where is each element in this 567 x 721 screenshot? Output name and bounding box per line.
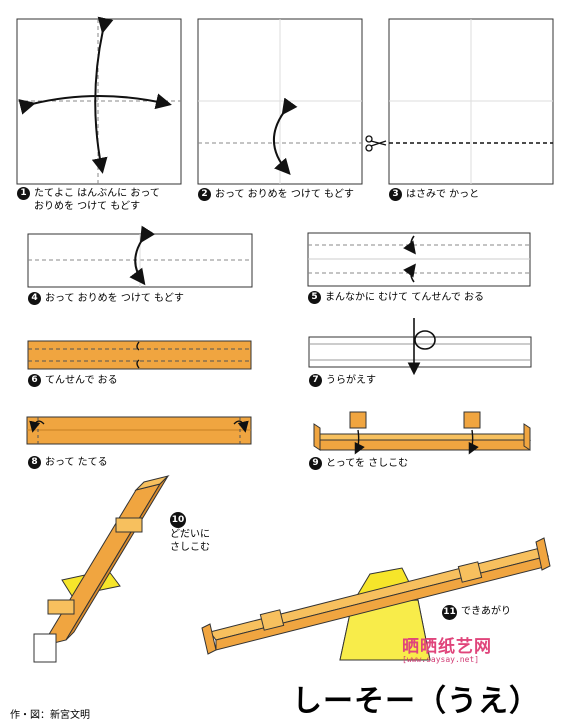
step8-strip: [26, 416, 252, 445]
step-number-badge: 8: [28, 456, 41, 469]
step-8-caption: 8 おって たてる: [28, 456, 108, 469]
step-1-caption: 1 たてよこ はんぶんに おって おりめを つけて もどす: [17, 187, 160, 213]
step10-seesaw: [33, 475, 170, 663]
step-number-badge: 2: [198, 188, 211, 201]
step11-seesaw: [201, 537, 551, 661]
step-number-badge: 1: [17, 187, 30, 200]
step-5-caption: 5 まんなかに むけて てんせんで おる: [308, 291, 484, 304]
step2-square: [197, 18, 363, 185]
step1-square: [16, 16, 182, 185]
step-number-badge: 5: [308, 291, 321, 304]
step-instruction: たてよこ はんぶんに おって おりめを つけて もどす: [34, 188, 160, 212]
step-instruction: おって たてる: [45, 457, 108, 468]
step-instruction: はさみで かっと: [406, 189, 480, 200]
step-instruction: できあがり: [461, 606, 511, 617]
step-number-badge: 7: [309, 374, 322, 387]
step-number-badge: 11: [442, 605, 457, 620]
step-number-badge: 3: [389, 188, 402, 201]
step7-strip: [308, 318, 532, 376]
author-credit: 作・図：新宮文明: [10, 710, 90, 721]
step-2-caption: 2 おって おりめを つけて もどす: [198, 188, 354, 201]
step4-strip: [27, 225, 253, 288]
step-instruction: おって おりめを つけて もどす: [215, 189, 354, 200]
step-instruction: とってを さしこむ: [326, 458, 409, 469]
step-4-caption: 4 おって おりめを つけて もどす: [28, 292, 184, 305]
step-number-badge: 4: [28, 292, 41, 305]
step-6-caption: 6 てんせんで おる: [28, 374, 118, 387]
watermark-url: [www.saysay.net]: [402, 655, 480, 664]
step-instruction: うらがえす: [326, 375, 376, 386]
watermark-logo: 晒晒纸艺网: [402, 637, 492, 657]
step-instruction: てんせんで おる: [45, 375, 118, 386]
step-instruction: おって おりめを つけて もどす: [45, 293, 184, 304]
step-3-caption: 3 はさみで かっと: [389, 188, 479, 201]
step-11-caption: 11 できあがり: [442, 605, 511, 620]
step-7-caption: 7 うらがえす: [309, 374, 376, 387]
step3-square: [365, 18, 554, 185]
step-10-caption: 10 どだいに さしこむ: [170, 512, 210, 554]
step-number-badge: 9: [309, 457, 322, 470]
step-number-badge: 10: [170, 512, 186, 528]
step-instruction: どだいに さしこむ: [170, 529, 210, 553]
step-9-caption: 9 とってを さしこむ: [309, 457, 408, 470]
step6-strip: [27, 340, 252, 370]
step-number-badge: 6: [28, 374, 41, 387]
step9-tray: [313, 411, 532, 455]
step-instruction: まんなかに むけて てんせんで おる: [325, 292, 485, 303]
step5-strip: [307, 232, 531, 287]
scissors-icon: [365, 135, 387, 152]
page-title: しーそー（うえ）: [292, 684, 540, 719]
